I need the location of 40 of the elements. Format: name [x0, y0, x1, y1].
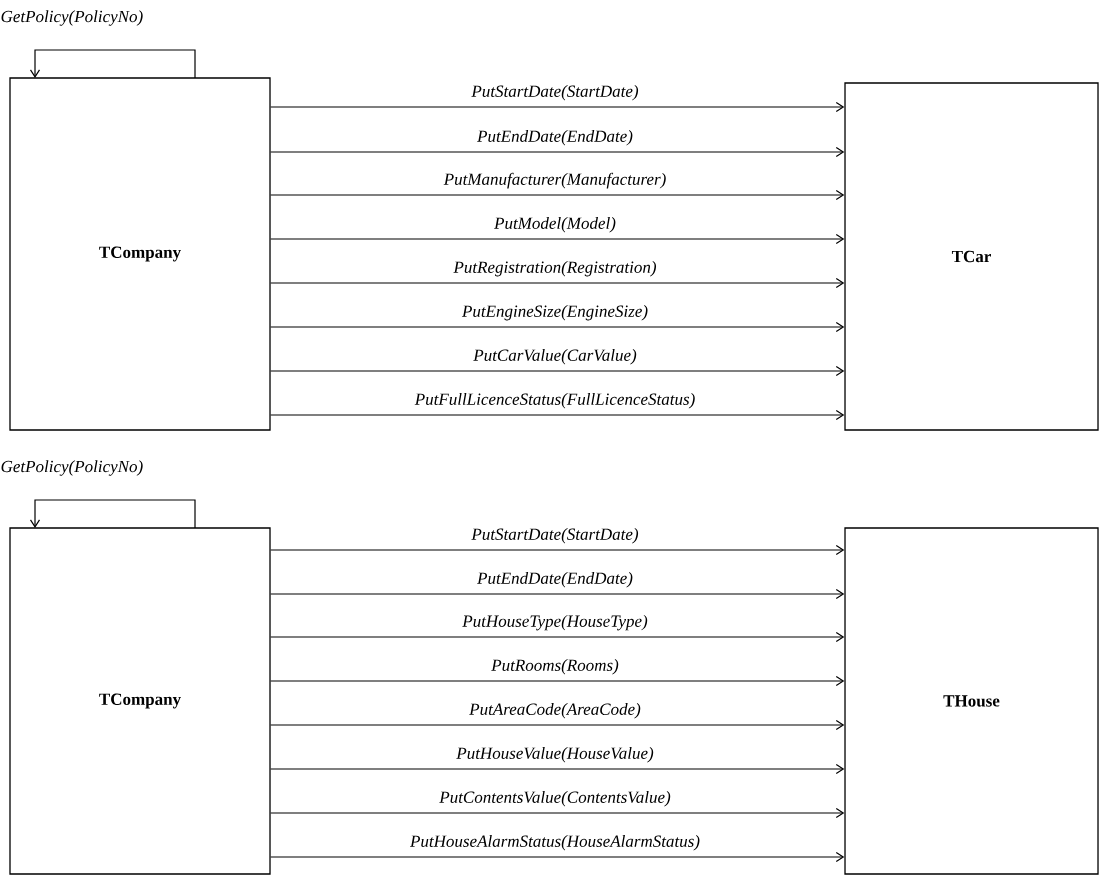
edge-label: PutHouseAlarmStatus(HouseAlarmStatus): [409, 835, 700, 851]
message-arrow: [270, 409, 845, 421]
class-box: TCompany: [9, 77, 271, 431]
edge-label: PutStartDate(StartDate): [471, 85, 639, 101]
self-loop-arrow: [29, 499, 196, 529]
message-arrow: [270, 631, 845, 643]
message-arrow: [270, 365, 845, 377]
edge-label: PutEngineSize(EngineSize): [461, 305, 648, 321]
edge-label: GetPolicy(PolicyNo): [1, 10, 143, 26]
edge-label: GetPolicy(PolicyNo): [1, 460, 143, 476]
class-box: TCar: [844, 82, 1099, 431]
self-loop-arrow: [29, 49, 196, 79]
edge-label: PutContentsValue(ContentsValue): [439, 791, 671, 807]
message-arrow: [270, 807, 845, 819]
message-arrow: [270, 588, 845, 600]
edge-label: PutRegistration(Registration): [453, 261, 657, 277]
message-arrow: [270, 763, 845, 775]
message-arrow: [270, 719, 845, 731]
edge-label: PutManufacturer(Manufacturer): [443, 172, 666, 189]
message-arrow: [270, 146, 845, 158]
edge-label: PutRooms(Rooms): [491, 659, 619, 675]
message-arrow: [270, 851, 845, 863]
message-arrow: [270, 321, 845, 333]
edge-label: PutHouseValue(HouseValue): [456, 747, 654, 763]
class-box: THouse: [844, 527, 1099, 875]
edge-label: PutCarValue(CarValue): [473, 349, 637, 365]
message-arrow: [270, 101, 845, 113]
edge-label: PutAreaCode(AreaCode): [469, 703, 641, 719]
message-arrow: [270, 544, 845, 556]
message-arrow: [270, 675, 845, 687]
edge-label: PutEndDate(EndDate): [477, 130, 633, 146]
message-arrow: [270, 233, 845, 245]
edge-label: PutEndDate(EndDate): [477, 572, 633, 588]
message-arrow: [270, 189, 845, 201]
class-box: TCompany: [9, 527, 271, 875]
edge-label: PutModel(Model): [494, 217, 616, 233]
edge-label: PutFullLicenceStatus(FullLicenceStatus): [414, 393, 695, 409]
edge-label: PutStartDate(StartDate): [471, 528, 639, 544]
message-arrow: [270, 277, 845, 289]
edge-label: PutHouseType(HouseType): [462, 614, 648, 631]
